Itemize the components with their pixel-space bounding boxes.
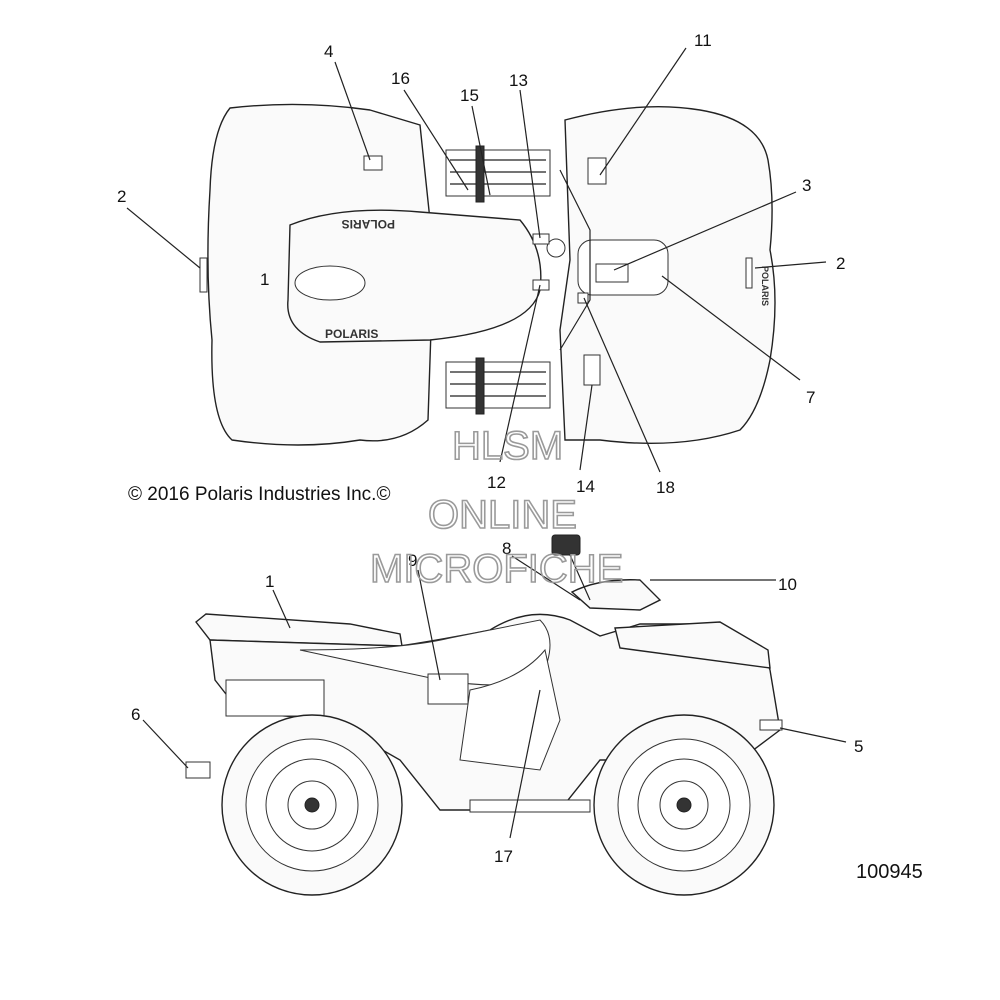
footrest-upper xyxy=(445,145,551,203)
callout-17: 17 xyxy=(494,847,513,866)
brand-decal-upper: POLARIS xyxy=(342,217,395,231)
side-leader-lines xyxy=(142,555,847,839)
watermark: HLSM ONLINE MICROFICHE xyxy=(369,423,624,592)
brand-decal-lower: POLARIS xyxy=(325,327,378,341)
atv-side-view xyxy=(185,534,783,896)
callout-6: 6 xyxy=(131,705,140,724)
decal-rear-end xyxy=(199,257,208,293)
top-leader-lines xyxy=(126,47,827,473)
decal-item-5 xyxy=(759,719,783,731)
front-rack-side xyxy=(614,621,771,669)
decal-center-c xyxy=(577,292,589,304)
callout-13: 13 xyxy=(509,71,528,90)
atv-top-view: POLARIS POLARIS POLARIS xyxy=(199,103,776,446)
footrest-side xyxy=(469,799,591,813)
front-wheel xyxy=(593,714,775,896)
decal-front-right xyxy=(583,354,601,386)
decal-item-6 xyxy=(185,761,211,779)
callout-8: 8 xyxy=(502,539,511,558)
callout-14: 14 xyxy=(576,477,595,496)
fuel-cap xyxy=(546,238,566,258)
callout-7: 7 xyxy=(806,388,815,407)
callout-12: 12 xyxy=(487,473,506,492)
callout-5: 5 xyxy=(854,737,863,756)
steering-post xyxy=(569,554,591,601)
callout-2-left: 2 xyxy=(117,187,126,206)
callout-2-right: 2 xyxy=(836,254,845,273)
callout-1-top: 1 xyxy=(260,270,269,289)
decal-side-9 xyxy=(427,673,469,705)
footrest-lower xyxy=(445,357,551,415)
decal-center-a xyxy=(532,233,550,245)
callout-10: 10 xyxy=(778,575,797,594)
callout-9: 9 xyxy=(408,551,417,570)
callout-4: 4 xyxy=(324,42,333,61)
rear-wheel xyxy=(221,714,403,896)
headlight-pod xyxy=(570,579,662,611)
decal-front-end xyxy=(745,257,753,289)
rear-storage-box xyxy=(225,679,325,717)
callout-16-label: 16 xyxy=(391,69,410,88)
callout-3: 3 xyxy=(802,176,811,195)
brand-decal-front: POLARIS xyxy=(760,266,770,306)
figure-number: 100945 xyxy=(856,861,923,883)
callout-1-side: 1 xyxy=(265,572,274,591)
watermark-line-1: HLSM xyxy=(452,424,563,468)
decal-rear-left xyxy=(363,155,383,171)
gauge-decal xyxy=(595,263,629,283)
decal-front-left xyxy=(587,157,607,185)
callout-11: 11 xyxy=(694,31,712,50)
seat-hump xyxy=(294,265,366,301)
callout-15: 15 xyxy=(460,86,479,105)
side-panel-decal xyxy=(459,648,561,771)
watermark-line-3: MICROFICHE xyxy=(370,547,623,591)
copyright-notice: © 2016 Polaris Industries Inc.© xyxy=(128,484,390,505)
decal-center-b xyxy=(532,279,550,291)
callout-18: 18 xyxy=(656,478,675,497)
watermark-line-2: ONLINE xyxy=(428,493,577,537)
handlebar-control xyxy=(551,534,581,556)
handlebar-top xyxy=(559,169,591,351)
